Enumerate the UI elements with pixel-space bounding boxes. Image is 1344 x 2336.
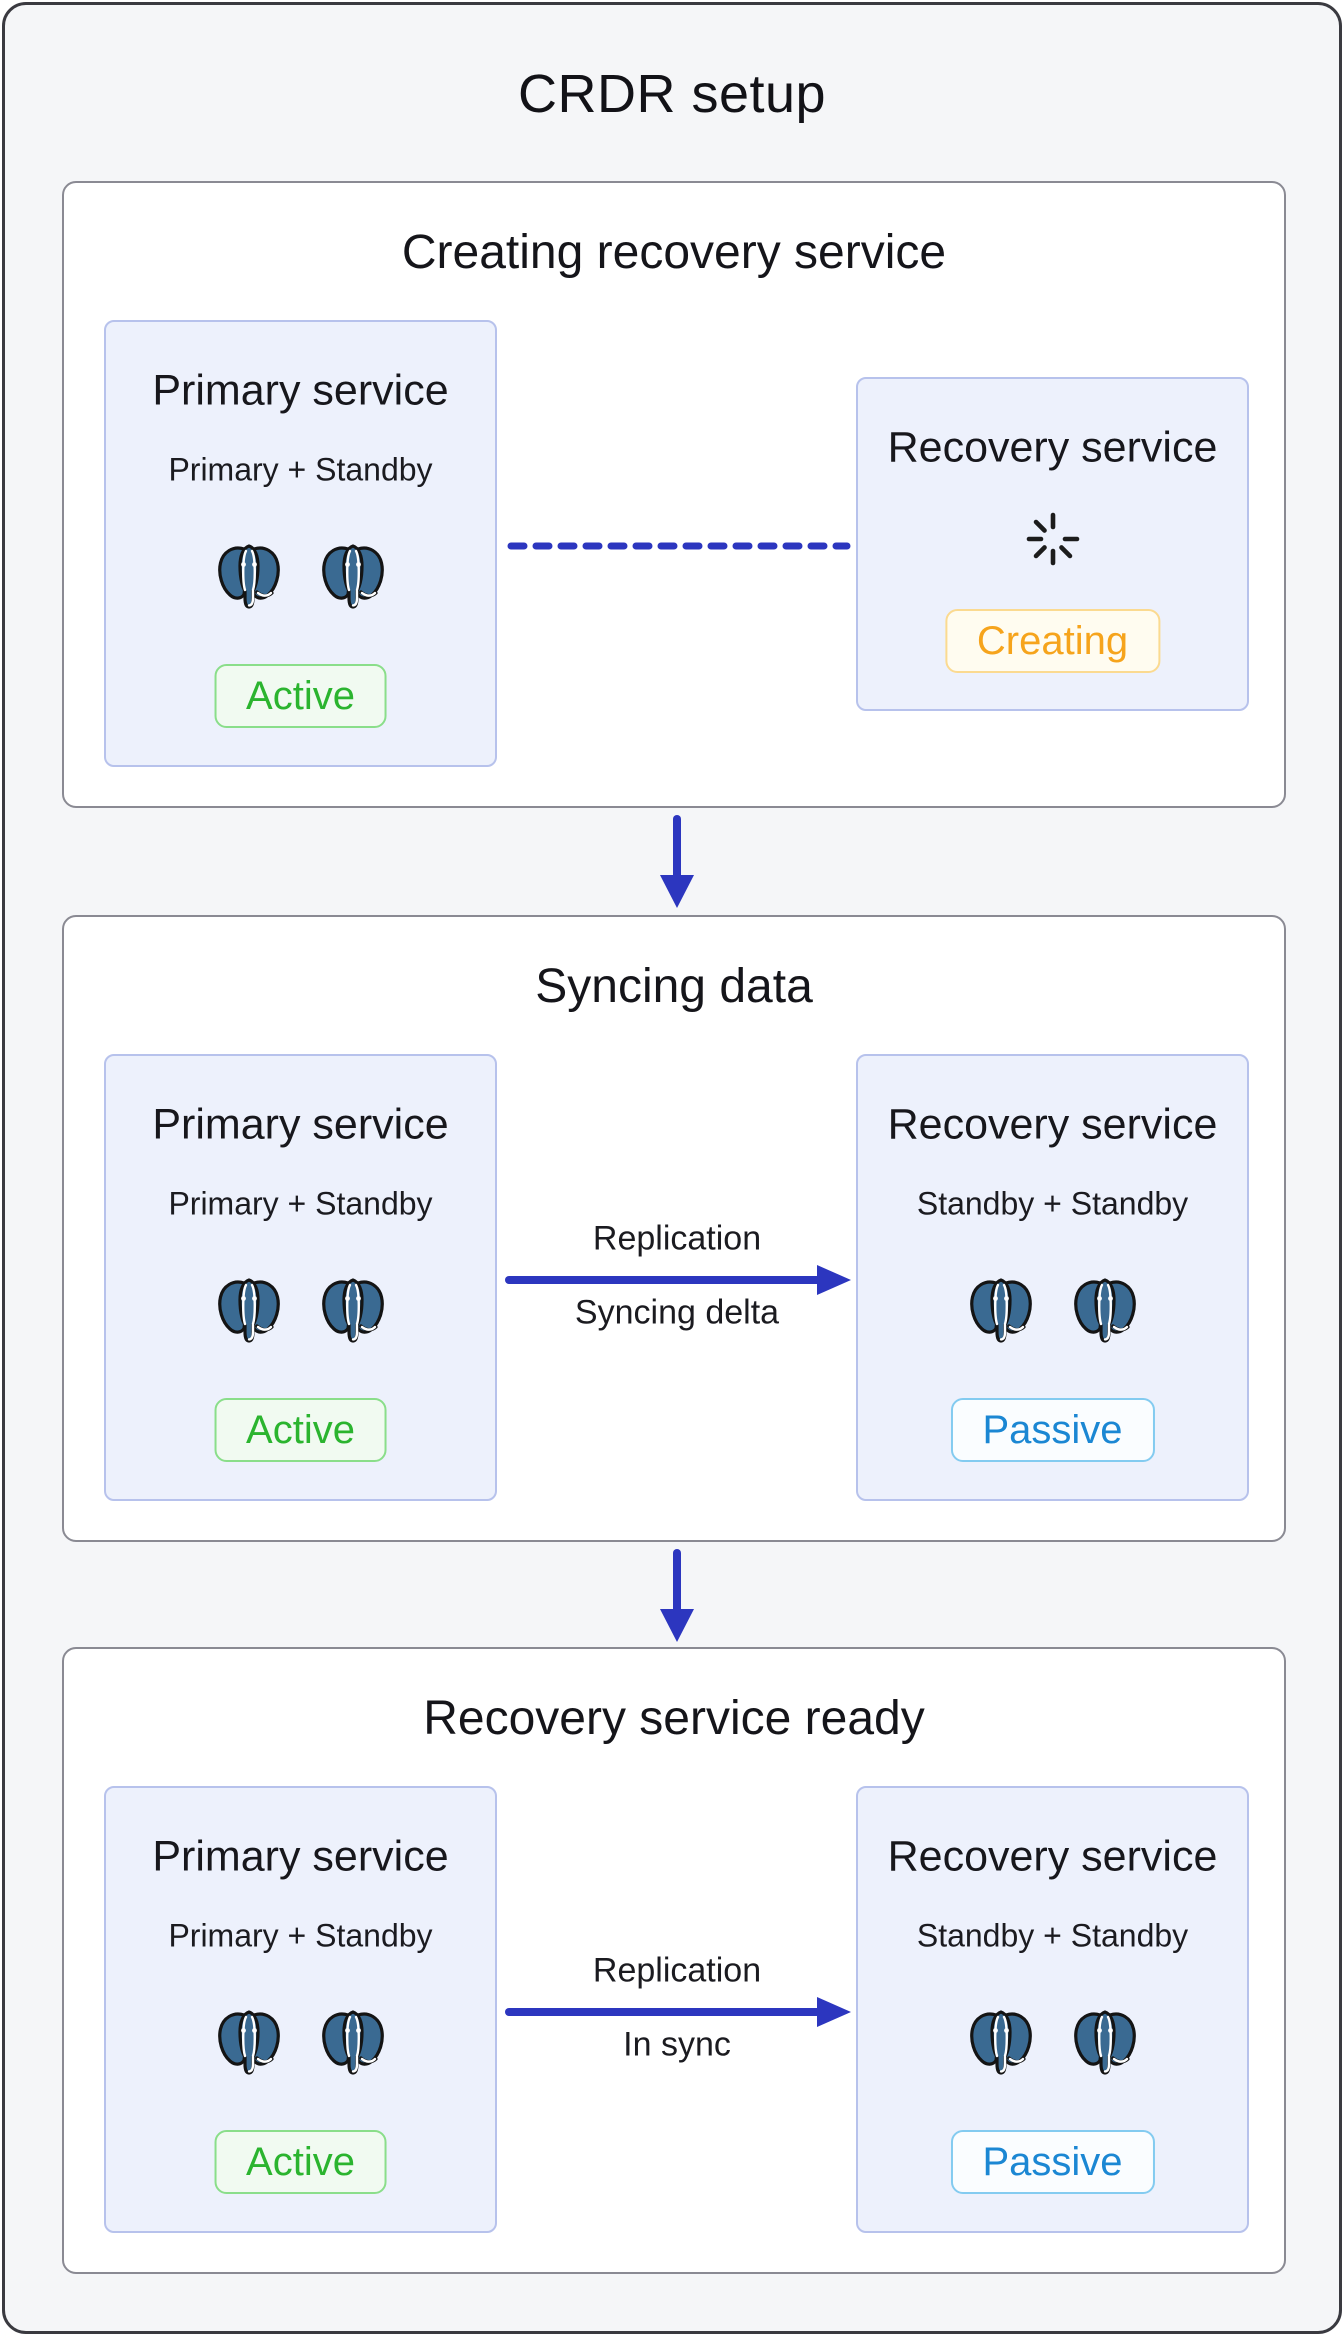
stage-title: Creating recovery service bbox=[401, 226, 947, 279]
service-subtitle: Primary + Standby bbox=[168, 1917, 433, 1954]
postgresql-elephant-icon bbox=[321, 2008, 385, 2076]
postgresql-elephant-icon bbox=[969, 1276, 1033, 1344]
service-subtitle: Standby + Standby bbox=[916, 1185, 1189, 1222]
replication-right-arrow bbox=[505, 1265, 851, 1295]
primary-service-box: Primary service Primary + Standby Active bbox=[104, 1054, 497, 1501]
status-badge-passive: Passive bbox=[950, 2130, 1155, 2194]
stage-syncing-data: Syncing data Primary service Primary + S… bbox=[62, 915, 1286, 1542]
database-node-row bbox=[858, 2008, 1247, 2076]
service-subtitle: Standby + Standby bbox=[916, 1917, 1189, 1954]
stage-creating-recovery-service: Creating recovery service Primary servic… bbox=[62, 181, 1286, 808]
recovery-service-box: Recovery service Standby + Standby Passi… bbox=[856, 1054, 1249, 1501]
service-title: Recovery service bbox=[887, 1832, 1218, 1881]
database-node-row bbox=[858, 1276, 1247, 1344]
pending-replication-dashed-line bbox=[507, 542, 851, 550]
postgresql-elephant-icon bbox=[1073, 1276, 1137, 1344]
connector-label-bottom: Syncing delta bbox=[574, 1293, 780, 1332]
service-title: Recovery service bbox=[887, 423, 1218, 472]
loading-spinner-icon bbox=[1025, 511, 1081, 567]
stage-title: Syncing data bbox=[535, 960, 813, 1013]
postgresql-elephant-icon bbox=[217, 2008, 281, 2076]
status-badge-creating: Creating bbox=[944, 609, 1161, 673]
connector-label-top: Replication bbox=[592, 1951, 762, 1990]
service-title: Primary service bbox=[152, 366, 449, 415]
stage-recovery-service-ready: Recovery service ready Primary service P… bbox=[62, 1647, 1286, 2274]
recovery-service-box: Recovery service Standby + Standby Passi… bbox=[856, 1786, 1249, 2233]
service-subtitle: Primary + Standby bbox=[168, 1185, 433, 1222]
flow-down-arrow bbox=[660, 1549, 694, 1642]
service-subtitle: Primary + Standby bbox=[168, 451, 433, 488]
flow-down-arrow bbox=[660, 815, 694, 908]
service-title: Recovery service bbox=[887, 1100, 1218, 1149]
postgresql-elephant-icon bbox=[321, 1276, 385, 1344]
database-node-row bbox=[106, 542, 495, 610]
postgresql-elephant-icon bbox=[217, 542, 281, 610]
status-badge-passive: Passive bbox=[950, 1398, 1155, 1462]
service-title: Primary service bbox=[152, 1100, 449, 1149]
replication-right-arrow bbox=[505, 1997, 851, 2027]
postgresql-elephant-icon bbox=[1073, 2008, 1137, 2076]
page-title: CRDR setup bbox=[517, 64, 827, 124]
primary-service-box: Primary service Primary + Standby Active bbox=[104, 320, 497, 767]
postgresql-elephant-icon bbox=[321, 542, 385, 610]
connector-label-top: Replication bbox=[592, 1219, 762, 1258]
primary-service-box: Primary service Primary + Standby Active bbox=[104, 1786, 497, 2233]
postgresql-elephant-icon bbox=[969, 2008, 1033, 2076]
recovery-service-box: Recovery service Creating bbox=[856, 377, 1249, 711]
connector-label-bottom: In sync bbox=[623, 2025, 731, 2064]
stage-title: Recovery service ready bbox=[423, 1692, 925, 1745]
database-node-row bbox=[106, 2008, 495, 2076]
status-badge-active: Active bbox=[214, 664, 387, 728]
service-title: Primary service bbox=[152, 1832, 449, 1881]
database-node-row bbox=[106, 1276, 495, 1344]
status-badge-active: Active bbox=[214, 1398, 387, 1462]
postgresql-elephant-icon bbox=[217, 1276, 281, 1344]
status-badge-active: Active bbox=[214, 2130, 387, 2194]
